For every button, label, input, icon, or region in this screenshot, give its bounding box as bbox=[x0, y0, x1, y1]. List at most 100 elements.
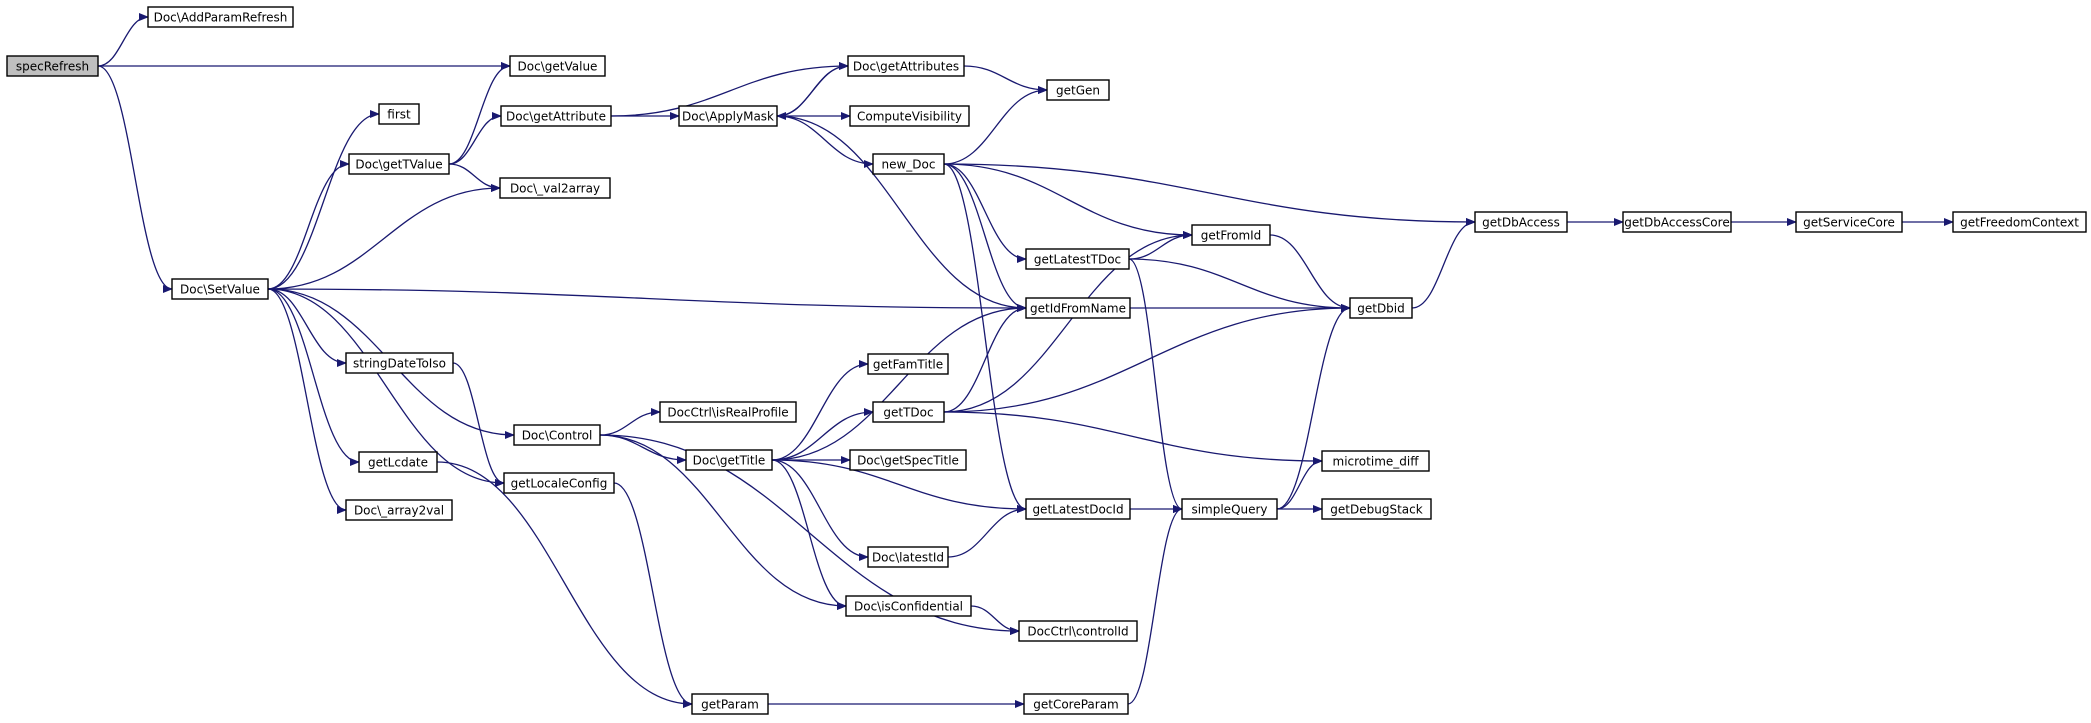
node-box[interactable] bbox=[348, 153, 450, 175]
edge-getAttributes-to-getGen bbox=[963, 65, 1048, 94]
node-box[interactable] bbox=[1046, 79, 1110, 101]
node-box[interactable] bbox=[1474, 211, 1568, 233]
node-getLatestDocId[interactable]: getLatestDocId bbox=[1025, 498, 1131, 520]
node-label: getLatestDocId bbox=[1032, 503, 1123, 517]
node-box[interactable] bbox=[1023, 693, 1129, 715]
node-box[interactable] bbox=[509, 55, 606, 77]
node-box[interactable] bbox=[691, 693, 769, 715]
edge-line bbox=[1276, 457, 1323, 510]
node-getLcdate[interactable]: getLcdate bbox=[358, 451, 438, 473]
node-val2array[interactable]: Doc\_val2array bbox=[499, 177, 611, 199]
node-getDbAccessCore[interactable]: getDbAccessCore bbox=[1622, 211, 1732, 233]
node-box[interactable] bbox=[1018, 620, 1138, 642]
node-getValue[interactable]: Doc\getValue bbox=[509, 55, 606, 77]
node-getDbid[interactable]: getDbid bbox=[1349, 297, 1413, 319]
edge-applyMask-to-getAttributes bbox=[776, 62, 849, 117]
node-getTitle[interactable]: Doc\getTitle bbox=[685, 449, 773, 471]
node-box[interactable] bbox=[685, 449, 773, 471]
edge-line bbox=[1128, 231, 1193, 260]
edge-line bbox=[267, 288, 360, 466]
node-microtimeDiff[interactable]: microtime_diff bbox=[1321, 450, 1430, 472]
node-getIdFromName[interactable]: getIdFromName bbox=[1025, 297, 1131, 319]
edge-isConfidential-to-controlId bbox=[970, 605, 1020, 635]
node-box[interactable] bbox=[867, 546, 949, 568]
node-box[interactable] bbox=[678, 105, 778, 127]
node-array2val[interactable]: Doc\_array2val bbox=[345, 499, 453, 521]
edge-getAttribute-to-getAttributes bbox=[610, 62, 849, 117]
node-box[interactable] bbox=[847, 55, 965, 77]
node-box[interactable] bbox=[1795, 211, 1903, 233]
node-getFromId[interactable]: getFromId bbox=[1191, 224, 1271, 246]
node-box[interactable] bbox=[1349, 297, 1413, 319]
node-getParam[interactable]: getParam bbox=[691, 693, 769, 715]
node-getTDoc[interactable]: getTDoc bbox=[872, 401, 945, 423]
node-box[interactable] bbox=[500, 105, 612, 127]
node-box[interactable] bbox=[849, 105, 970, 127]
node-getFamTitle[interactable]: getFamTitle bbox=[867, 353, 949, 375]
node-box[interactable] bbox=[845, 595, 972, 617]
node-box[interactable] bbox=[867, 353, 949, 375]
node-getTValue[interactable]: Doc\getTValue bbox=[348, 153, 450, 175]
node-getDebugStack[interactable]: getDebugStack bbox=[1321, 498, 1432, 520]
edge-line bbox=[776, 115, 874, 168]
node-isRealProfile[interactable]: DocCtrl\isRealProfile bbox=[659, 401, 797, 423]
node-latestId[interactable]: Doc\latestId bbox=[867, 546, 949, 568]
node-box[interactable] bbox=[872, 401, 945, 423]
node-box[interactable] bbox=[1181, 498, 1278, 520]
node-getAttributes[interactable]: Doc\getAttributes bbox=[847, 55, 965, 77]
edge-getLcdate-to-getParam bbox=[436, 461, 693, 708]
node-docControl[interactable]: Doc\Control bbox=[513, 424, 601, 446]
node-getSpecTitle[interactable]: Doc\getSpecTitle bbox=[849, 449, 967, 471]
node-getServiceCore[interactable]: getServiceCore bbox=[1795, 211, 1903, 233]
node-getDbAccess[interactable]: getDbAccess bbox=[1474, 211, 1568, 233]
node-computeVisibility[interactable]: ComputeVisibility bbox=[849, 105, 970, 127]
edge-newDoc-to-getGen bbox=[943, 86, 1048, 165]
node-box[interactable] bbox=[1321, 450, 1430, 472]
node-isConfidential[interactable]: Doc\isConfidential bbox=[845, 595, 972, 617]
node-box[interactable] bbox=[6, 55, 99, 77]
node-box[interactable] bbox=[1025, 498, 1131, 520]
node-getLocaleConfig[interactable]: getLocaleConfig bbox=[503, 472, 615, 494]
node-box[interactable] bbox=[1622, 211, 1732, 233]
node-simpleQuery[interactable]: simpleQuery bbox=[1181, 498, 1278, 520]
node-box[interactable] bbox=[345, 352, 454, 374]
node-box[interactable] bbox=[872, 153, 945, 175]
node-box[interactable] bbox=[147, 6, 294, 28]
node-box[interactable] bbox=[378, 103, 420, 125]
node-getGen[interactable]: getGen bbox=[1046, 79, 1110, 101]
edge-getLatestTDoc-to-simpleQuery bbox=[1128, 258, 1183, 513]
node-box[interactable] bbox=[345, 499, 453, 521]
node-box[interactable] bbox=[499, 177, 611, 199]
node-box[interactable] bbox=[503, 472, 615, 494]
node-box[interactable] bbox=[1025, 297, 1131, 319]
node-addParamRefresh[interactable]: Doc\AddParamRefresh bbox=[147, 6, 294, 28]
node-box[interactable] bbox=[849, 449, 967, 471]
node-getAttribute[interactable]: Doc\getAttribute bbox=[500, 105, 612, 127]
node-box[interactable] bbox=[1191, 224, 1271, 246]
edge-line bbox=[1128, 258, 1183, 513]
node-box[interactable] bbox=[358, 451, 438, 473]
node-applyMask[interactable]: Doc\ApplyMask bbox=[678, 105, 778, 127]
node-box[interactable] bbox=[1321, 498, 1432, 520]
edge-getFromId-to-getDbid bbox=[1269, 234, 1351, 312]
node-controlId[interactable]: DocCtrl\controlId bbox=[1018, 620, 1138, 642]
node-specRefresh[interactable]: specRefresh bbox=[6, 55, 99, 77]
node-box[interactable] bbox=[513, 424, 601, 446]
node-newDoc[interactable]: new_Doc bbox=[872, 153, 945, 175]
node-box[interactable] bbox=[1025, 248, 1130, 270]
node-label: getLatestTDoc bbox=[1034, 253, 1121, 267]
node-label: Doc\_val2array bbox=[510, 182, 600, 196]
node-box[interactable] bbox=[659, 401, 797, 423]
node-getFreedomContext[interactable]: getFreedomContext bbox=[1952, 211, 2087, 233]
node-stringDateToIso[interactable]: stringDateToIso bbox=[345, 352, 454, 374]
node-first[interactable]: first bbox=[378, 103, 420, 125]
edge-line bbox=[943, 163, 1476, 226]
node-getCoreParam[interactable]: getCoreParam bbox=[1023, 693, 1129, 715]
edge-line bbox=[97, 13, 149, 67]
node-setValue[interactable]: Doc\SetValue bbox=[171, 278, 269, 300]
node-getLatestTDoc[interactable]: getLatestTDoc bbox=[1025, 248, 1130, 270]
node-box[interactable] bbox=[1952, 211, 2087, 233]
edge-line bbox=[771, 459, 847, 610]
node-label: getGen bbox=[1056, 84, 1100, 98]
node-box[interactable] bbox=[171, 278, 269, 300]
